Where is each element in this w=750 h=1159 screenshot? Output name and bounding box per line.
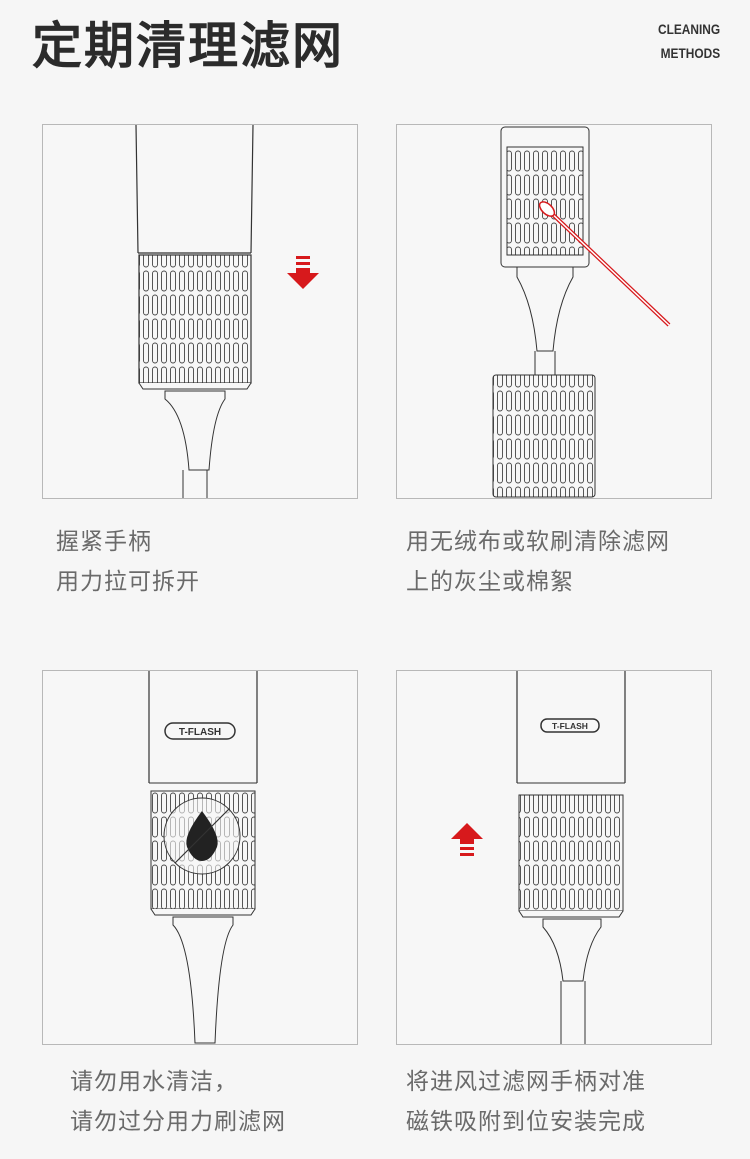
step-1-illustration	[42, 124, 358, 499]
brand-label: T-FLASH	[179, 727, 221, 738]
subtitle-line-2: METHODS	[660, 45, 721, 61]
caption-line: 握紧手柄	[56, 529, 152, 555]
step-2-caption: 用无绒布或软刷清除滤网 上的灰尘或棉絮	[406, 522, 670, 602]
caption-line: 磁铁吸附到位安装完成	[406, 1109, 646, 1135]
no-water-icon	[163, 797, 241, 875]
caption-line: 请勿过分用力刷滤网	[70, 1109, 286, 1135]
install-filter-drawing: T-FLASH	[451, 671, 626, 1044]
caption-line: 将进风过滤网手柄对准	[406, 1069, 646, 1095]
step-4-caption: 将进风过滤网手柄对准 磁铁吸附到位安装完成	[406, 1062, 646, 1142]
step-3-illustration: T-FLASH	[42, 670, 358, 1045]
page-title: 定期清理滤网	[32, 17, 344, 75]
step-4-illustration: T-FLASH	[396, 670, 712, 1045]
handle-pull-drawing	[135, 125, 319, 498]
cotton-swab-icon	[538, 201, 671, 327]
brand-label: T-FLASH	[552, 721, 588, 731]
arrow-up-icon	[451, 823, 483, 856]
step-1-caption: 握紧手柄 用力拉可拆开	[56, 522, 200, 602]
arrow-down-icon	[287, 256, 319, 289]
caption-line: 请勿用水清洁，	[70, 1069, 238, 1095]
caption-line: 用无绒布或软刷清除滤网	[406, 529, 670, 555]
brush-cleaning-drawing	[492, 126, 671, 498]
step-3-caption: 请勿用水清洁， 请勿过分用力刷滤网	[70, 1062, 286, 1142]
subtitle-line-1: CLEANING	[657, 21, 720, 37]
caption-line: 用力拉可拆开	[56, 569, 200, 595]
no-water-drawing: T-FLASH	[148, 671, 258, 1044]
step-2-illustration	[396, 124, 712, 499]
caption-line: 上的灰尘或棉絮	[406, 569, 574, 595]
page-subtitle: CLEANING METHODS	[658, 17, 720, 65]
